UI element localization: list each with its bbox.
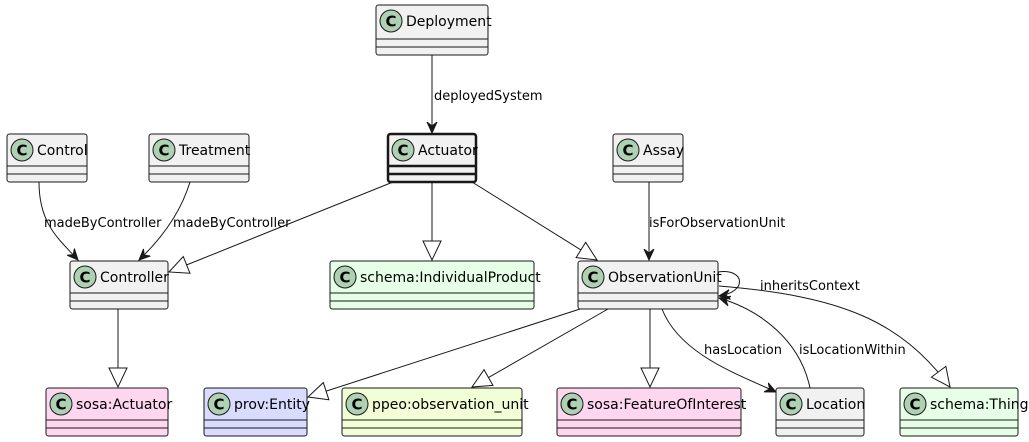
edge-observationunit-to-ppeo-observation-unit <box>470 308 609 388</box>
class-name: ObservationUnit <box>608 270 722 286</box>
class-box <box>577 260 719 310</box>
relation-edges <box>38 55 951 401</box>
edge-label-hasLocation: hasLocation <box>704 343 782 358</box>
edge-label-inheritsContext: inheritsContext <box>760 279 860 294</box>
class-name: Actuator <box>418 143 478 159</box>
class-stereotype-icon <box>779 392 803 416</box>
class-stereotype-icon <box>616 138 640 162</box>
class-stereotype-icon <box>391 138 415 162</box>
edge-observationunit-to-schema-thing <box>718 285 951 388</box>
class-name: Controller <box>100 270 169 286</box>
class-stereotype-icon <box>49 392 73 416</box>
class-stereotype-letter: C <box>16 142 27 160</box>
class-name: ppeo:observation_unit <box>372 397 529 413</box>
class-name: Location <box>806 397 865 413</box>
class-deployment[interactable]: C Deployment <box>375 4 492 56</box>
class-stereotype-icon <box>333 265 357 289</box>
class-actuator[interactable]: C Actuator <box>386 132 478 184</box>
class-stereotype-icon <box>10 138 34 162</box>
class-stereotype-letter: C <box>566 396 577 414</box>
relation-labels: deployedSystem madeByController madeByCont… <box>44 89 906 358</box>
class-name: prov:Entity <box>234 397 310 413</box>
class-stereotype-icon <box>903 392 927 416</box>
class-stereotype-letter: C <box>785 396 796 414</box>
class-box <box>341 387 523 437</box>
class-box <box>375 4 489 56</box>
class-name: schema:Thing <box>930 397 1029 413</box>
edge-observationunit-to-location <box>661 308 776 392</box>
edge-label-madeByController: madeByController <box>173 216 291 231</box>
class-control[interactable]: C Control <box>6 133 88 183</box>
class-name: Treatment <box>178 143 251 159</box>
class-name: sosa:FeatureOfInterest <box>587 397 747 413</box>
class-stereotype-icon <box>152 138 176 162</box>
class-name: Control <box>37 143 88 159</box>
class-stereotype-letter: C <box>622 142 633 160</box>
class-box <box>556 387 742 437</box>
class-box <box>45 387 169 437</box>
class-box <box>899 387 1019 437</box>
class-stereotype-letter: C <box>909 396 920 414</box>
class-name: Assay <box>643 143 684 159</box>
edge-actuator-to-controller <box>167 181 394 274</box>
class-stereotype-letter: C <box>213 396 224 414</box>
edge-actuator-to-observationunit <box>471 181 598 261</box>
class-stereotype-icon <box>379 9 403 33</box>
edge-control-to-controller <box>38 181 78 260</box>
class-stereotype-icon <box>73 265 97 289</box>
edge-observationunit-to-observationunit <box>718 271 740 296</box>
edge-observationunit-to-prov-entity <box>306 308 581 401</box>
class-box <box>329 260 535 310</box>
class-location[interactable]: C Location <box>775 387 865 437</box>
class-assay[interactable]: C Assay <box>612 133 684 183</box>
edge-label-isForObservationUnit: isForObservationUnit <box>649 216 785 231</box>
class-name: schema:IndividualProduct <box>360 270 541 286</box>
class-stereotype-letter: C <box>587 269 598 287</box>
class-name: Deployment <box>406 14 492 30</box>
class-observationunit[interactable]: C ObservationUnit <box>577 260 722 310</box>
class-stereotype-letter: C <box>351 396 362 414</box>
class-name: sosa:Actuator <box>76 397 172 413</box>
class-stereotype-letter: C <box>385 13 396 31</box>
class-treatment[interactable]: C Treatment <box>148 133 251 183</box>
edge-location-to-observationunit <box>719 298 811 389</box>
class-controller[interactable]: C Controller <box>69 260 169 310</box>
edge-label-deployedSystem: deployedSystem <box>434 89 543 104</box>
class-stereotype-icon <box>207 392 231 416</box>
class-stereotype-icon <box>581 265 605 289</box>
edge-label-isLocationWithin: isLocationWithin <box>799 343 906 358</box>
class-stereotype-icon <box>560 392 584 416</box>
class-stereotype-letter: C <box>158 142 169 160</box>
class-stereotype-letter: C <box>339 269 350 287</box>
edge-treatment-to-controller <box>139 181 191 260</box>
edge-label-madeByController: madeByController <box>44 216 162 231</box>
class-stereotype-letter: C <box>55 396 66 414</box>
class-stereotype-letter: C <box>79 269 90 287</box>
class-stereotype-icon <box>345 392 369 416</box>
class-stereotype-letter: C <box>397 142 408 160</box>
